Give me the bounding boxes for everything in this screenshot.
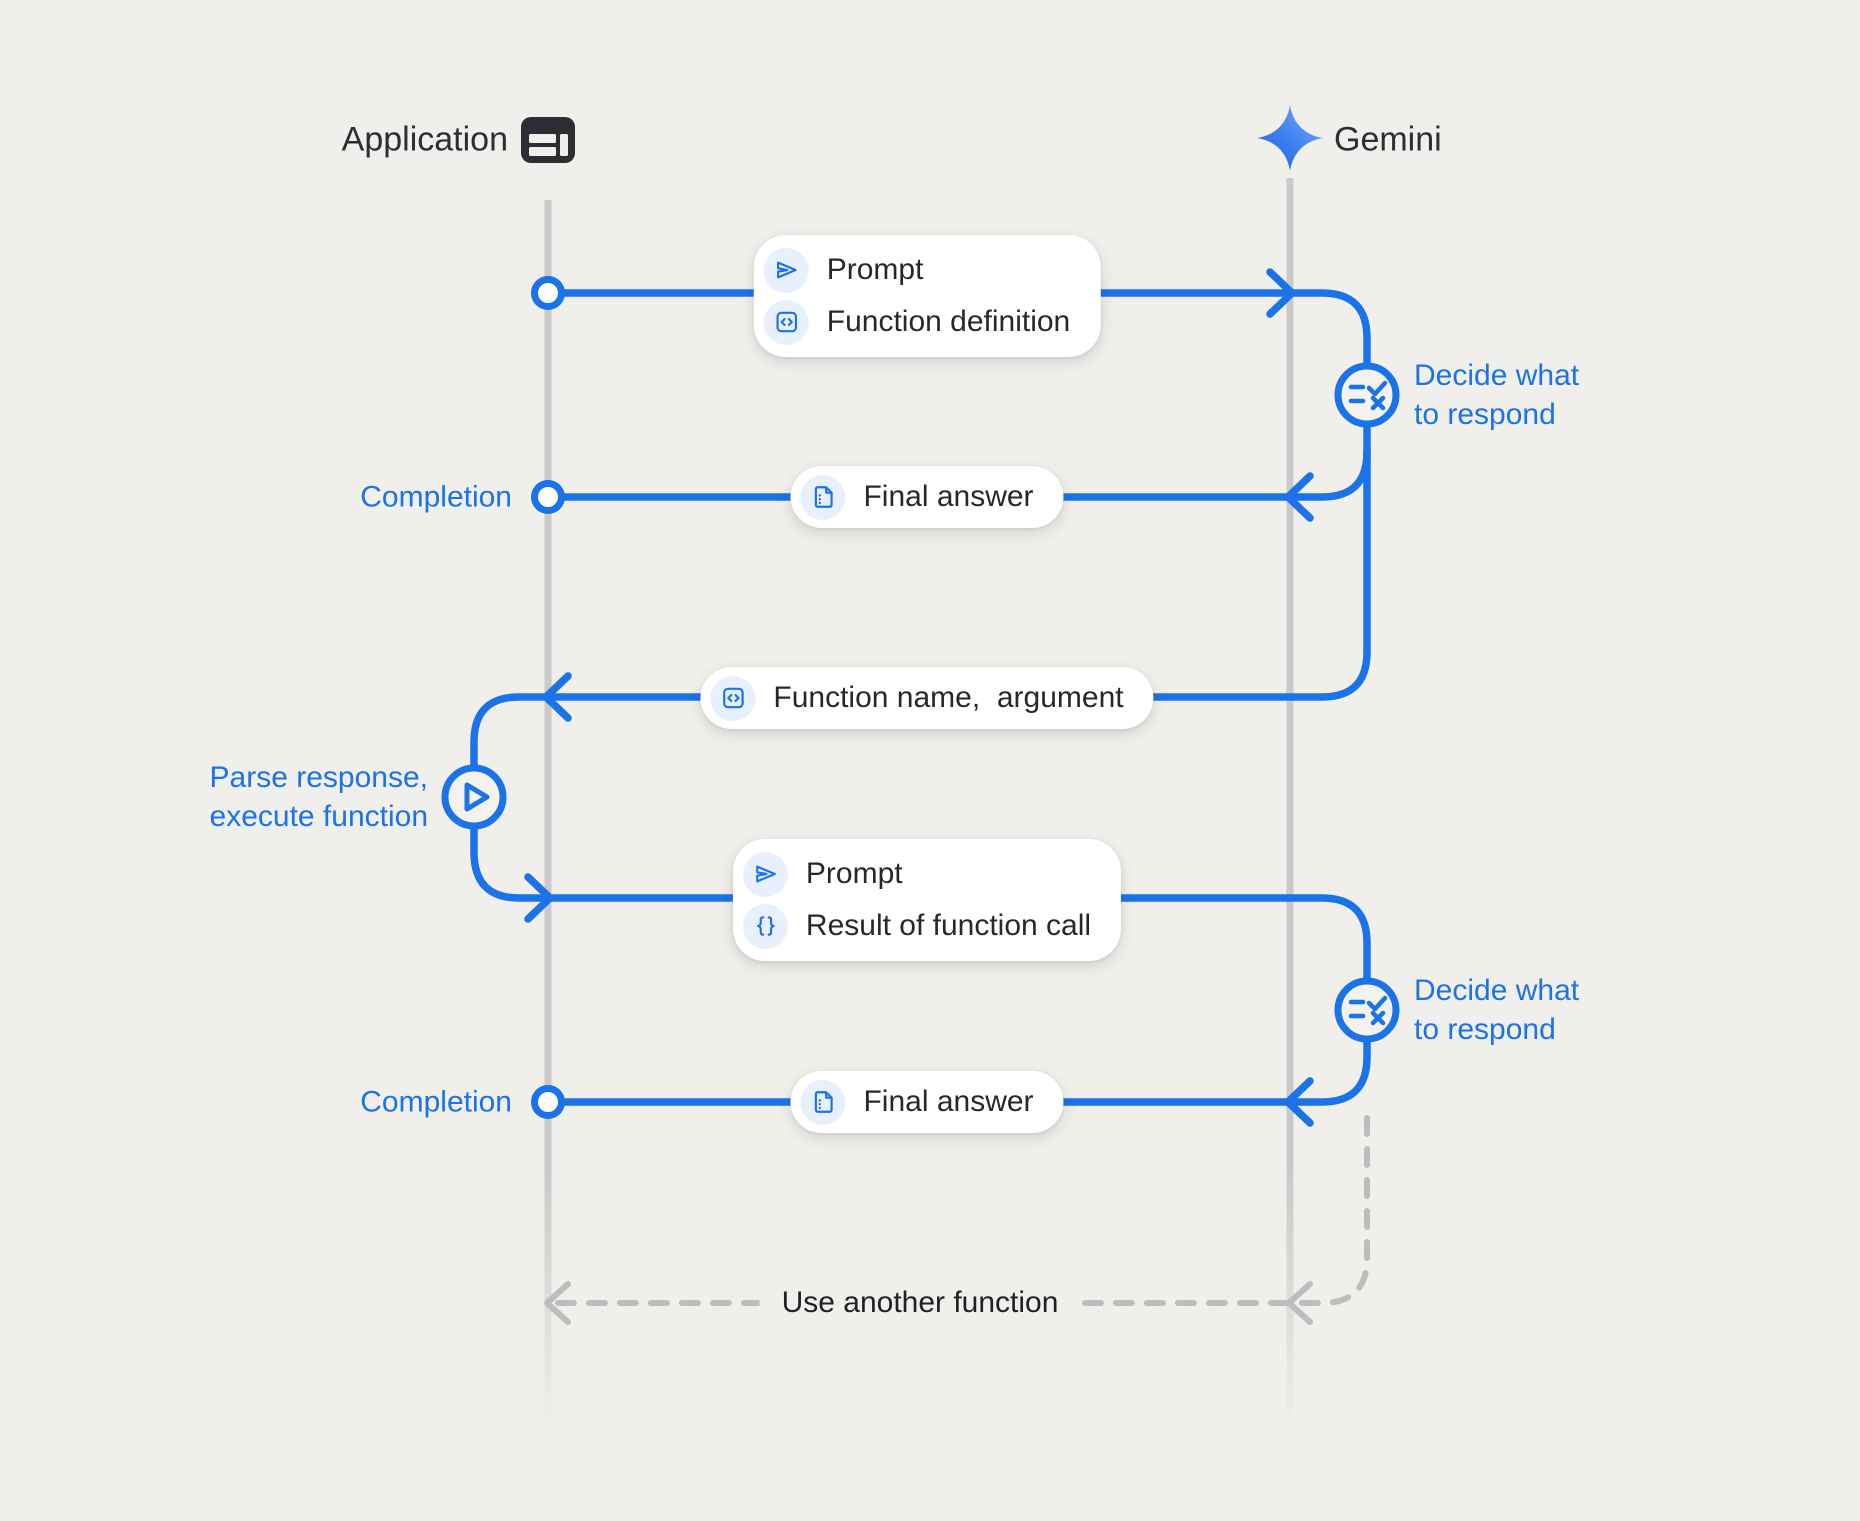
pill-label: Prompt xyxy=(826,253,924,286)
dashed-arrowhead-left-application xyxy=(544,1281,571,1325)
pill-row: Function name, argument xyxy=(710,675,1124,721)
decide-label-2: Decide what to respond xyxy=(1414,971,1579,1049)
pill-row: Prompt xyxy=(763,244,1071,296)
message-pill-function-name-argument: Function name, argument xyxy=(700,667,1154,729)
document-icon xyxy=(800,474,846,520)
decide-1-line-1: Decide what xyxy=(1414,359,1580,392)
end-node-completion-2 xyxy=(531,1085,565,1119)
pill-row: Final answer xyxy=(800,1079,1034,1125)
pill-label: Prompt xyxy=(805,857,903,890)
braces-icon xyxy=(742,903,788,949)
application-actor-label: Application xyxy=(341,120,508,159)
pill-label: Final answer xyxy=(863,480,1034,513)
pill-row: Prompt xyxy=(742,848,1091,900)
message-pill-prompt-function-definition: Prompt Function definition xyxy=(753,235,1101,357)
gemini-actor-label: Gemini xyxy=(1334,120,1442,159)
pill-label: Result of function call xyxy=(805,909,1092,942)
pill-label: Final answer xyxy=(863,1085,1034,1118)
decide-1-line-2: to respond xyxy=(1414,398,1556,431)
use-another-function-dashed-path xyxy=(555,1115,1370,1306)
decide-node-2 xyxy=(1334,977,1400,1043)
end-node-completion-1 xyxy=(531,480,565,514)
completion-label-2: Completion xyxy=(360,1085,512,1119)
parse-execute-line-1: Parse response, xyxy=(209,761,428,794)
pill-label: Function name, argument xyxy=(773,681,1124,714)
arrowhead-left-function-name xyxy=(542,672,572,722)
parse-execute-label: Parse response, execute function xyxy=(210,758,428,836)
pill-row: Function definition xyxy=(763,296,1071,348)
app-window-icon xyxy=(521,117,575,163)
rule-checklist-icon xyxy=(1348,995,1388,1026)
document-icon xyxy=(800,1079,846,1125)
decide-2-line-2: to respond xyxy=(1414,1013,1556,1046)
send-icon xyxy=(763,247,809,293)
decide-label-1: Decide what to respond xyxy=(1414,356,1579,434)
start-node-prompt1 xyxy=(531,276,565,310)
code-box-icon xyxy=(710,675,756,721)
play-icon xyxy=(464,782,490,812)
message-pill-prompt-result: Prompt Result of function call xyxy=(732,839,1122,961)
code-box-icon xyxy=(763,299,809,345)
parse-execute-line-2: execute function xyxy=(209,800,428,833)
completion-label-1: Completion xyxy=(360,480,512,514)
send-icon xyxy=(742,851,788,897)
message-pill-final-answer-2: Final answer xyxy=(790,1071,1064,1133)
rule-checklist-icon xyxy=(1348,380,1388,411)
dashed-arrowhead-left-gemini xyxy=(1286,1281,1313,1325)
gemini-sparkle-icon xyxy=(1257,105,1323,171)
use-another-function-label: Use another function xyxy=(759,1286,1081,1320)
execute-node xyxy=(441,764,507,830)
arrowhead-right-prompt1 xyxy=(1266,268,1296,318)
decide-node-1 xyxy=(1334,362,1400,428)
pill-label: Function definition xyxy=(826,305,1071,338)
message-pill-final-answer-1: Final answer xyxy=(790,466,1064,528)
decide-2-line-1: Decide what xyxy=(1414,974,1580,1007)
arrowhead-right-prompt2 xyxy=(524,873,554,923)
arrowhead-left-final-answer-2 xyxy=(1284,1077,1314,1127)
pill-row: Result of function call xyxy=(742,900,1092,952)
arrowhead-left-final-answer-1 xyxy=(1284,472,1314,522)
pill-row: Final answer xyxy=(800,474,1034,520)
final-answer-1-branch-path xyxy=(558,448,1371,501)
